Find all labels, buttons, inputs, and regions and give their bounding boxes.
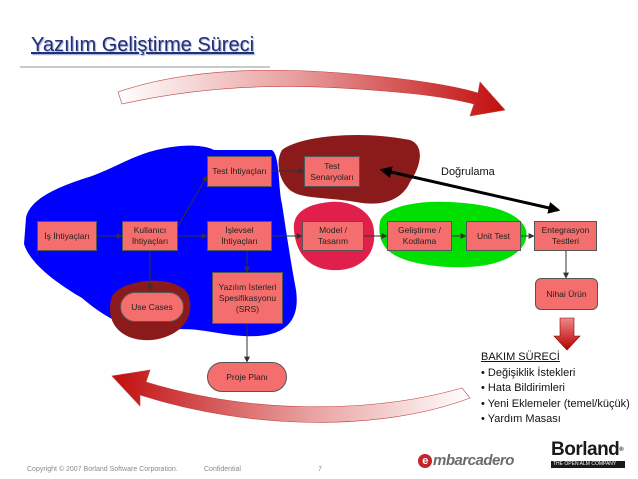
integration-tests-label: Entegrasyon Testleri	[541, 225, 590, 246]
srs-box: Yazılım İsterleri Spesifikasyonu (SRS)	[212, 272, 283, 324]
slide-title: Yazılım Geliştirme Süreci	[31, 34, 255, 56]
verification-label: Doğrulama	[441, 166, 495, 178]
maintenance-title: BAKIM SÜRECİ	[481, 351, 560, 363]
embarcadero-wordmark: mbarcadero	[433, 452, 514, 469]
borland-registered-mark: ®	[619, 447, 624, 453]
bottom-cycle-arc-arrow	[111, 369, 471, 423]
maintenance-down-arrow	[553, 317, 581, 351]
functional-requirements-box: İşlevsel İhtiyaçları	[207, 221, 272, 251]
footer-page-number: 7	[318, 466, 322, 473]
test-requirements-box: Test İhtiyaçları	[207, 156, 272, 187]
embarcadero-e-mark-icon: e	[418, 454, 432, 468]
model-design-box: Model / Tasarım	[302, 221, 364, 251]
srs-label: Yazılım İsterleri Spesifikasyonu (SRS)	[218, 281, 277, 314]
maintenance-item: • Yardım Masası	[481, 413, 561, 425]
footer-confidential: Confidential	[204, 466, 241, 473]
business-requirements-label: İş İhtiyaçları	[44, 230, 90, 241]
maintenance-item: • Hata Bildirimleri	[481, 382, 565, 394]
test-scenarios-box: Test Senaryoları	[304, 156, 360, 187]
footer-copyright: Copyright © 2007 Borland Software Corpor…	[27, 466, 178, 473]
unit-test-box: Unit Test	[466, 221, 521, 251]
verification-double-arrow	[379, 166, 561, 214]
user-requirements-label: Kullanıcı İhtiyaçları	[131, 225, 169, 246]
user-requirements-box: Kullanıcı İhtiyaçları	[122, 221, 178, 251]
project-plan-label: Proje Planı	[226, 371, 268, 382]
model-design-label: Model / Tasarım	[317, 225, 349, 246]
borland-tagline: THE OPEN ALM COMPANY	[551, 461, 625, 468]
development-coding-box: Geliştirme / Kodlama	[387, 221, 452, 251]
borland-wordmark: Borland	[551, 439, 620, 460]
unit-test-label: Unit Test	[477, 230, 510, 241]
maintenance-item: • Yeni Eklemeler (temel/küçük)	[481, 397, 630, 410]
test-scenarios-label: Test Senaryoları	[310, 160, 354, 182]
project-plan-box: Proje Planı	[207, 362, 287, 392]
functional-requirements-label: İşlevsel İhtiyaçları	[221, 225, 258, 246]
final-product-label: Nihai Ürün	[546, 288, 587, 299]
integration-tests-box: Entegrasyon Testleri	[534, 221, 597, 251]
use-cases-label: Use Cases	[131, 301, 173, 312]
maintenance-section: BAKIM SÜRECİ • Değişiklik İstekleri • Ha…	[481, 350, 630, 428]
final-product-box: Nihai Ürün	[535, 278, 598, 310]
maintenance-item: • Değişiklik İstekleri	[481, 366, 576, 379]
top-cycle-arc-arrow	[117, 69, 506, 117]
business-requirements-box: İş İhtiyaçları	[37, 221, 97, 251]
borland-logo: Borland® THE OPEN ALM COMPANY	[551, 440, 625, 468]
title-underline-rule	[20, 66, 270, 68]
development-coding-label: Geliştirme / Kodlama	[398, 225, 441, 246]
arrow-user-to-test-req	[177, 175, 208, 227]
test-requirements-label: Test İhtiyaçları	[212, 166, 267, 176]
use-cases-box: Use Cases	[120, 292, 184, 322]
